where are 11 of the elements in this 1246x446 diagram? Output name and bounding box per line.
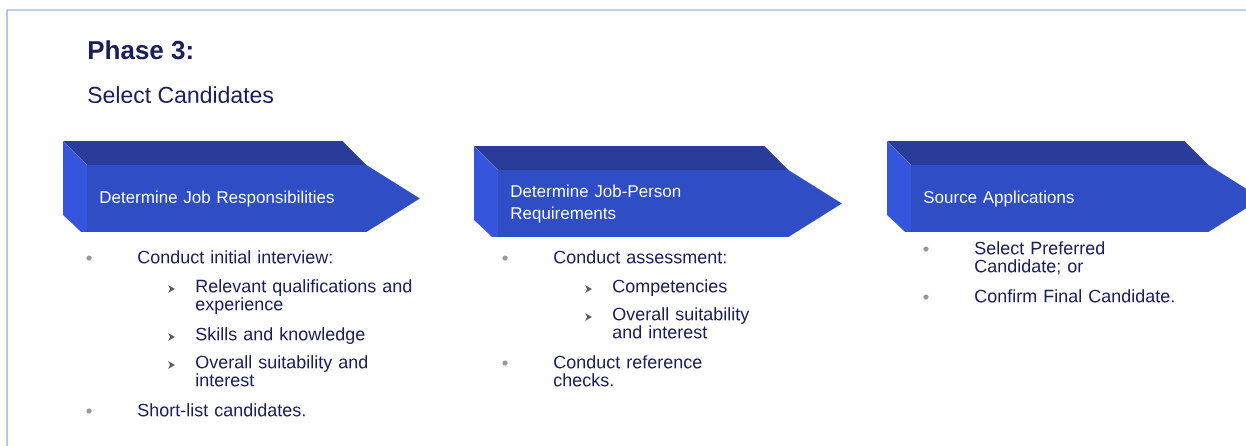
title: Phase 3:	[88, 40, 192, 60]
bullet-text: Conduct initial interview:	[138, 250, 332, 264]
bullet-text: Skills and knowledge	[196, 327, 365, 344]
bullet-text: Overall suitability and interest	[613, 307, 750, 339]
bullet-text: Conduct reference checks.	[554, 355, 702, 387]
subtitle: Select Candidates	[88, 86, 273, 104]
bullet-text: Short-list candidates.	[138, 403, 305, 417]
bullet-text: Competencies	[613, 279, 727, 296]
bullet-text: Relevant qualifications and experience	[196, 279, 412, 314]
bullet-text: Overall suitability and interest	[196, 355, 368, 387]
bullet-text: Confirm Final Candidate.	[975, 289, 1174, 303]
